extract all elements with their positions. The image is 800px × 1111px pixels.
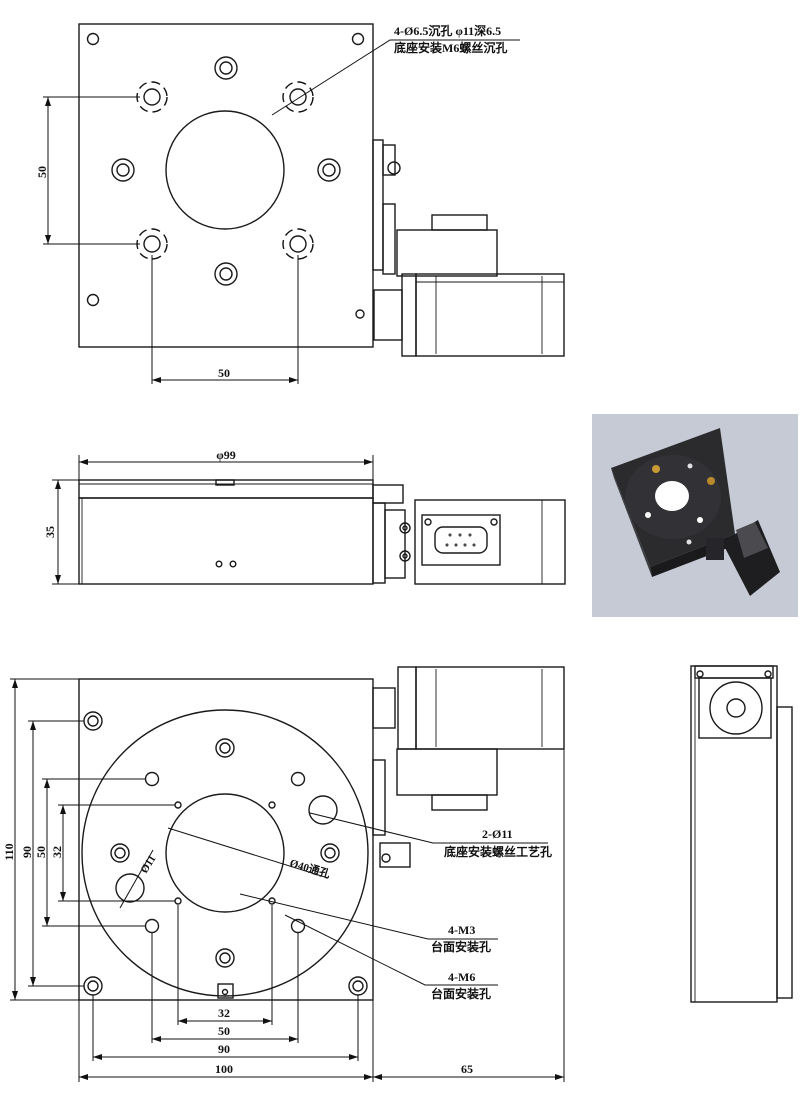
m6-leader [284,914,498,986]
m6-callout-1: 4-M6 [448,970,475,984]
m3-callout-1: 4-M3 [448,923,475,937]
center-bore [165,110,285,230]
bottom-motor-assembly [372,666,565,868]
tech-hole-callout-1: 2-Ø11 [482,827,513,841]
dim-vertical-label: 50 [35,166,49,178]
corner-hole [86,293,100,307]
top-motor-assembly [372,139,565,357]
callout-leader [271,39,520,116]
corner-hole [351,32,365,46]
top-view: 4-Ø6.5沉孔 φ11深6.5 底座安装M6螺丝沉孔 50 50 [35,23,565,384]
dim-bottom-90: 90 [218,1042,230,1056]
dim-horizontal-50 [151,255,299,384]
m3-leader [239,893,498,940]
dim-horizontal-label: 50 [218,366,230,380]
dim-left-110: 110 [2,843,16,860]
tech-hole [115,873,145,903]
left-dimensions [10,678,175,1001]
through-hole-leader [167,827,329,879]
dim-diameter-label: φ99 [216,448,236,462]
bottom-view: Ø11 Ø40通孔 2-Ø11 底座安装螺丝工艺孔 4-M3 台面安装孔 4-M… [2,666,565,1082]
counterbore-holes [136,81,314,260]
rotating-disc [81,709,369,997]
bottom-dimensions [78,749,565,1082]
d11-leader [119,849,154,909]
callout-line1: 4-Ø6.5沉孔 φ11深6.5 [394,23,501,38]
tech-hole [308,795,338,825]
side-base [78,497,374,585]
m3-callout-2: 台面安装孔 [431,939,491,954]
dim-height-label: 35 [43,526,57,538]
right-side-view [690,665,793,1003]
dim-bottom-50: 50 [218,1024,230,1038]
tech-hole-leader [309,812,548,844]
side-top-plate [78,479,374,499]
tech-hole-callout-2: 底座安装螺丝工艺孔 [444,844,552,859]
dim-bottom-32: 32 [218,1006,230,1020]
callout-line2: 底座安装M6螺丝沉孔 [394,40,507,55]
through-hole [165,793,285,913]
product-photo [592,414,798,617]
disc-m6-holes [110,738,340,968]
top-plate-outline [78,23,374,348]
corner-hole [86,32,100,46]
bottom-plate-outline [78,678,374,1001]
m3-holes [174,801,276,905]
dim-right-65: 65 [461,1062,473,1076]
m6-callout-2: 台面安装孔 [431,986,491,1001]
d11-label: Ø11 [138,853,158,875]
side-motor-assembly [372,484,566,585]
corner-hole [355,309,365,319]
m6-holes [111,56,341,286]
dim-bottom-100: 100 [215,1062,233,1076]
dim-left-50: 50 [34,846,48,858]
side-view: φ99 35 [43,448,566,585]
dim-vertical-50 [43,96,140,245]
dim-left-32: 32 [50,846,64,858]
dim-left-90: 90 [20,846,34,858]
